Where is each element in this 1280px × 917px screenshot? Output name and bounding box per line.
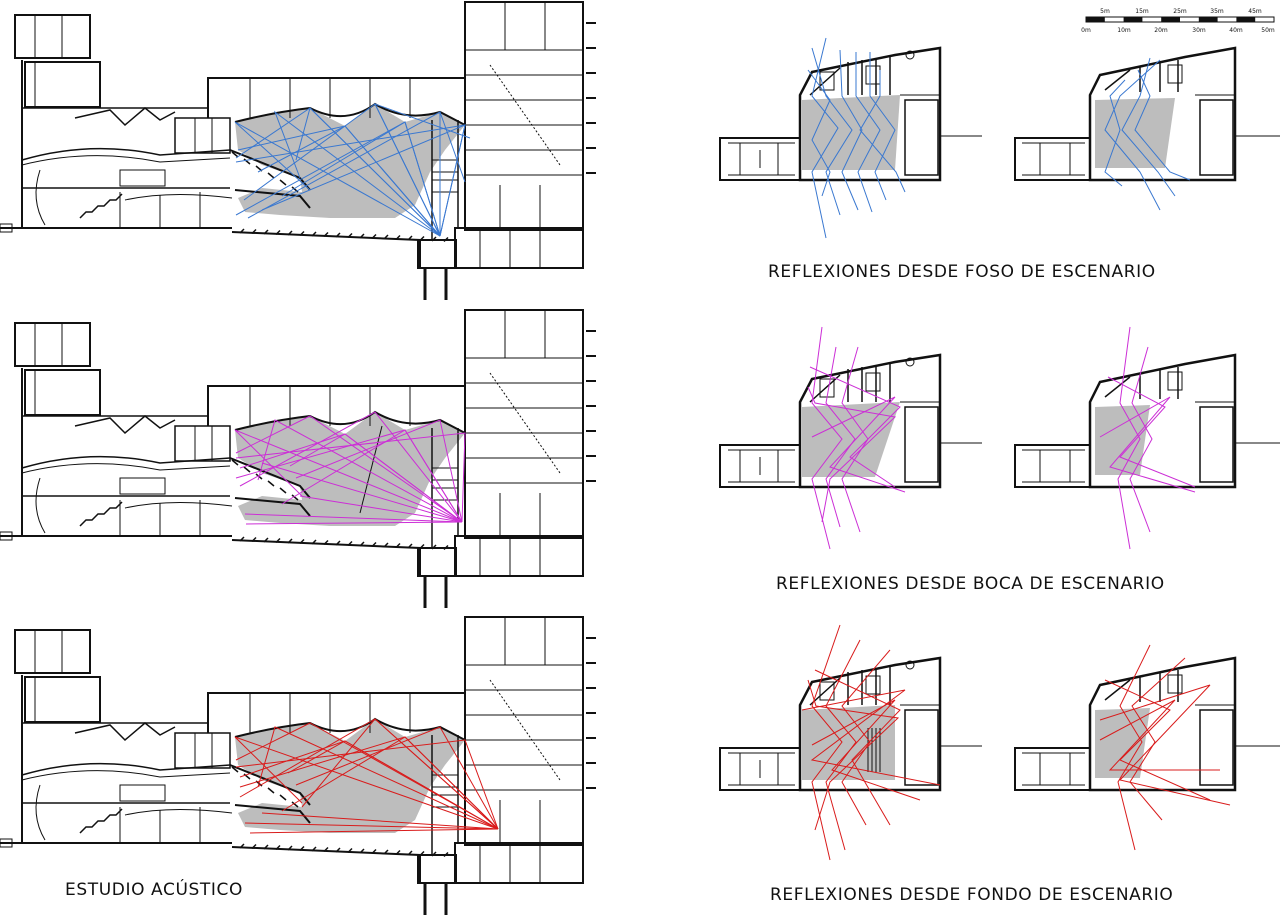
section-boca [0,308,598,610]
plans-boca [718,326,1280,550]
reflection-zone-shading [235,412,465,526]
scale-label-35m: 35m [1210,8,1224,15]
plans-foso [718,37,1280,239]
plan-rays-fondo [801,624,1231,861]
caption-boca: REFLEXIONES DESDE BOCA DE ESCENARIO [776,574,1165,594]
reflection-rays-fondo [234,718,499,834]
reflection-zone-shading [235,104,465,218]
caption-foso: REFLEXIONES DESDE FOSO DE ESCENARIO [768,262,1156,282]
reflection-zone-shading [235,719,465,833]
section-fondo [0,615,598,917]
scale-label-15m: 15m [1135,8,1149,15]
scale-label-5m: 5m [1100,8,1110,15]
reflection-rays-boca [234,411,466,525]
scale-label-25m: 25m [1173,8,1187,15]
caption-estudio-acustico: ESTUDIO ACÚSTICO [65,880,243,900]
scale-label-50m: 50m [1261,27,1275,34]
scale-label-10m: 10m [1117,27,1131,34]
scale-bar: 5m 15m 25m 35m 45m 0m 10m 20m 30m 40m 50… [1081,8,1275,34]
scale-label-0m: 0m [1081,27,1091,34]
plans-fondo [718,624,1280,861]
plan-rays-boca [807,326,1196,550]
reflection-rays-foso [234,103,471,237]
caption-fondo: REFLEXIONES DESDE FONDO DE ESCENARIO [770,885,1174,905]
section-foso [0,0,598,302]
scale-label-45m: 45m [1248,8,1262,15]
plan-rays-foso [807,37,1191,239]
scale-label-20m: 20m [1154,27,1168,34]
scale-label-30m: 30m [1192,27,1206,34]
scale-label-40m: 40m [1229,27,1243,34]
